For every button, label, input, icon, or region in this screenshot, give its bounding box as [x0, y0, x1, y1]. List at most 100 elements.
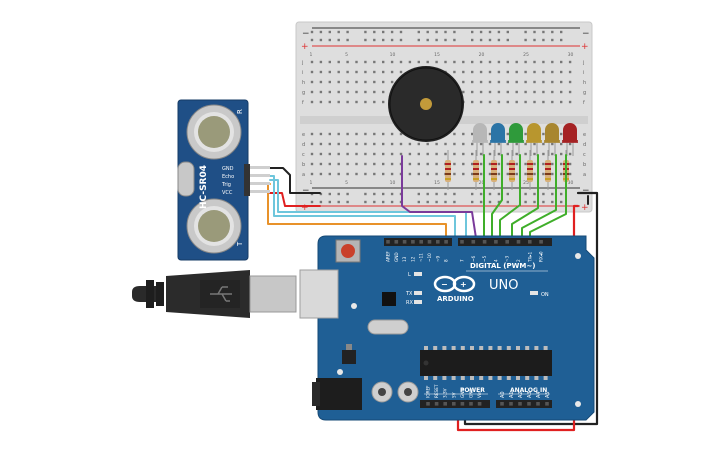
breadboard-hole[interactable] [346, 90, 349, 94]
breadboard-hole[interactable] [319, 60, 323, 64]
breadboard-hole[interactable] [346, 70, 349, 74]
rail-hole[interactable] [310, 38, 314, 42]
breadboard-hole[interactable] [453, 152, 456, 156]
power-header-pin[interactable] [443, 402, 447, 406]
breadboard-hole[interactable] [382, 60, 385, 64]
breadboard-hole[interactable] [462, 60, 465, 64]
rail-hole[interactable] [551, 30, 554, 34]
rail-hole[interactable] [524, 38, 527, 42]
breadboard-hole[interactable] [542, 142, 545, 146]
breadboard-hole[interactable] [453, 132, 456, 136]
breadboard-hole[interactable] [390, 152, 394, 156]
breadboard-hole[interactable] [310, 80, 314, 84]
breadboard-hole[interactable] [355, 90, 358, 94]
breadboard-hole[interactable] [390, 142, 394, 146]
wire-led-2[interactable] [491, 154, 503, 239]
breadboard-hole[interactable] [524, 142, 527, 146]
breadboard-hole[interactable] [364, 152, 367, 156]
breadboard-hole[interactable] [488, 152, 492, 156]
breadboard-hole[interactable] [506, 142, 509, 146]
header-pin[interactable] [460, 240, 464, 244]
breadboard-hole[interactable] [337, 90, 340, 94]
breadboard-hole[interactable] [346, 142, 349, 146]
breadboard-hole[interactable] [408, 162, 412, 166]
rail-hole[interactable] [390, 200, 394, 204]
rail-hole[interactable] [560, 30, 563, 34]
header-pin[interactable] [516, 240, 521, 244]
breadboard-hole[interactable] [426, 172, 429, 176]
breadboard-hole[interactable] [382, 100, 385, 104]
breadboard-hole[interactable] [551, 162, 554, 166]
header-pin[interactable] [386, 240, 390, 244]
ultrasonic-sensor[interactable]: HC-SR04 R T GND Echo Trig VCC [177, 99, 270, 261]
breadboard-hole[interactable] [399, 70, 403, 74]
rail-hole[interactable] [506, 30, 509, 34]
breadboard-hole[interactable] [506, 152, 509, 156]
breadboard-hole[interactable] [373, 142, 376, 146]
breadboard-hole[interactable] [568, 100, 572, 104]
wire-5v-right[interactable] [456, 204, 580, 432]
breadboard-hole[interactable] [524, 132, 527, 136]
breadboard-hole[interactable] [310, 142, 314, 146]
breadboard-hole[interactable] [542, 162, 545, 166]
breadboard-hole[interactable] [533, 152, 536, 156]
breadboard-hole[interactable] [337, 60, 340, 64]
breadboard-hole[interactable] [328, 162, 331, 166]
breadboard-hole[interactable] [417, 142, 420, 146]
rail-hole[interactable] [471, 200, 474, 204]
breadboard-hole[interactable] [560, 162, 563, 166]
reset-button[interactable] [335, 239, 361, 263]
wire-led-3[interactable] [499, 154, 521, 239]
rail-hole[interactable] [453, 30, 456, 34]
breadboard-hole[interactable] [568, 162, 572, 166]
breadboard-hole[interactable] [337, 70, 340, 74]
breadboard-hole[interactable] [471, 70, 474, 74]
breadboard-hole[interactable] [355, 80, 358, 84]
breadboard-hole[interactable] [426, 162, 429, 166]
rail-hole[interactable] [444, 192, 447, 196]
header-pin[interactable] [402, 240, 407, 244]
breadboard-hole[interactable] [417, 152, 420, 156]
rail-hole[interactable] [310, 30, 314, 34]
breadboard-hole[interactable] [382, 70, 385, 74]
rail-hole[interactable] [426, 38, 429, 42]
rail-hole[interactable] [346, 200, 349, 204]
breadboard-hole[interactable] [319, 132, 323, 136]
rail-hole[interactable] [426, 192, 429, 196]
analog-header-pin[interactable] [518, 402, 522, 406]
resistor[interactable] [527, 150, 533, 190]
breadboard-hole[interactable] [328, 100, 331, 104]
rail-hole[interactable] [479, 30, 483, 34]
breadboard-hole[interactable] [399, 60, 403, 64]
breadboard-hole[interactable] [551, 80, 554, 84]
breadboard-hole[interactable] [506, 100, 509, 104]
rail-hole[interactable] [542, 38, 545, 42]
breadboard-hole[interactable] [542, 100, 545, 104]
breadboard-hole[interactable] [560, 80, 563, 84]
rail-hole[interactable] [488, 200, 492, 204]
breadboard-hole[interactable] [542, 132, 545, 136]
breadboard-hole[interactable] [568, 172, 572, 176]
breadboard-hole[interactable] [568, 90, 572, 94]
wire-sensor-cyan2[interactable] [269, 179, 467, 239]
rail-hole[interactable] [444, 200, 447, 204]
power-header-pin[interactable] [452, 402, 456, 406]
breadboard-hole[interactable] [515, 90, 518, 94]
breadboard-hole[interactable] [435, 152, 438, 156]
resistor[interactable] [545, 150, 551, 190]
breadboard-hole[interactable] [337, 142, 340, 146]
breadboard-hole[interactable] [568, 152, 572, 156]
breadboard-hole[interactable] [382, 132, 385, 136]
rail-hole[interactable] [337, 192, 340, 196]
rail-hole[interactable] [506, 200, 509, 204]
breadboard-hole[interactable] [524, 152, 527, 156]
rail-hole[interactable] [488, 192, 492, 196]
breadboard-hole[interactable] [346, 152, 349, 156]
rail-hole[interactable] [417, 192, 420, 196]
breadboard-hole[interactable] [488, 90, 492, 94]
header-pin[interactable] [411, 240, 415, 244]
rail-hole[interactable] [444, 30, 447, 34]
breadboard-hole[interactable] [319, 152, 323, 156]
breadboard-hole[interactable] [533, 60, 536, 64]
